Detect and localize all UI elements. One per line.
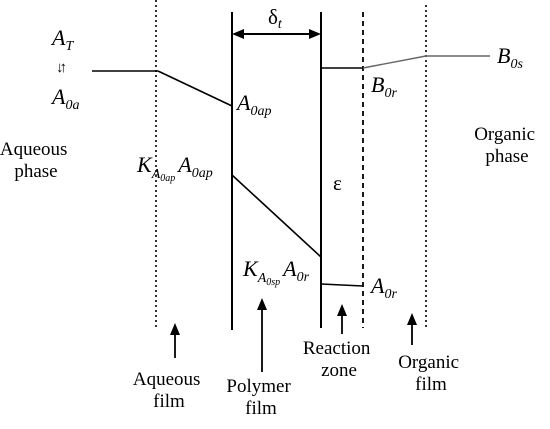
B-0s-label: B0s bbox=[497, 43, 523, 72]
organic-film-label: Organic film bbox=[398, 352, 464, 395]
organic-film-profile bbox=[362, 55, 427, 69]
polymer-film-pointer-head bbox=[257, 298, 267, 310]
A-0ap-label: A0ap bbox=[235, 90, 271, 119]
reaction-zone-label: Reaction zone bbox=[303, 338, 375, 381]
K-A0ap-A0ap-label: KA0apA0ap bbox=[136, 152, 213, 184]
A-T-label: AT bbox=[50, 25, 74, 54]
equilibrium-arrows: ↓↑ bbox=[56, 60, 66, 76]
B-0r-label: B0r bbox=[371, 72, 397, 101]
K-A0sp-A0r-label: KA0spA0r bbox=[242, 256, 310, 288]
epsilon-label: ε bbox=[333, 171, 342, 195]
aqueous-film-label: Aqueous film bbox=[133, 369, 205, 412]
aqueous-film-pointer-head bbox=[170, 323, 180, 335]
A-0r-label: A0r bbox=[369, 273, 397, 302]
delta-t-arrowhead-right bbox=[309, 29, 321, 39]
organic-film-pointer-head bbox=[407, 313, 417, 325]
delta-t-label: δt bbox=[268, 5, 283, 32]
reaction-zone-pointer-head bbox=[337, 304, 347, 316]
polymer-film-profile bbox=[231, 174, 322, 258]
organic-phase-label: Organic phase bbox=[474, 124, 540, 167]
delta-t-arrowhead-left bbox=[232, 29, 244, 39]
polymer-film-label: Polymer film bbox=[226, 376, 295, 419]
A-0a-label: A0a bbox=[50, 84, 79, 113]
reaction-zone-A-profile bbox=[320, 283, 364, 287]
aqueous-phase-label: Aqueous phase bbox=[0, 139, 72, 182]
aqueous-film-profile bbox=[157, 70, 233, 107]
